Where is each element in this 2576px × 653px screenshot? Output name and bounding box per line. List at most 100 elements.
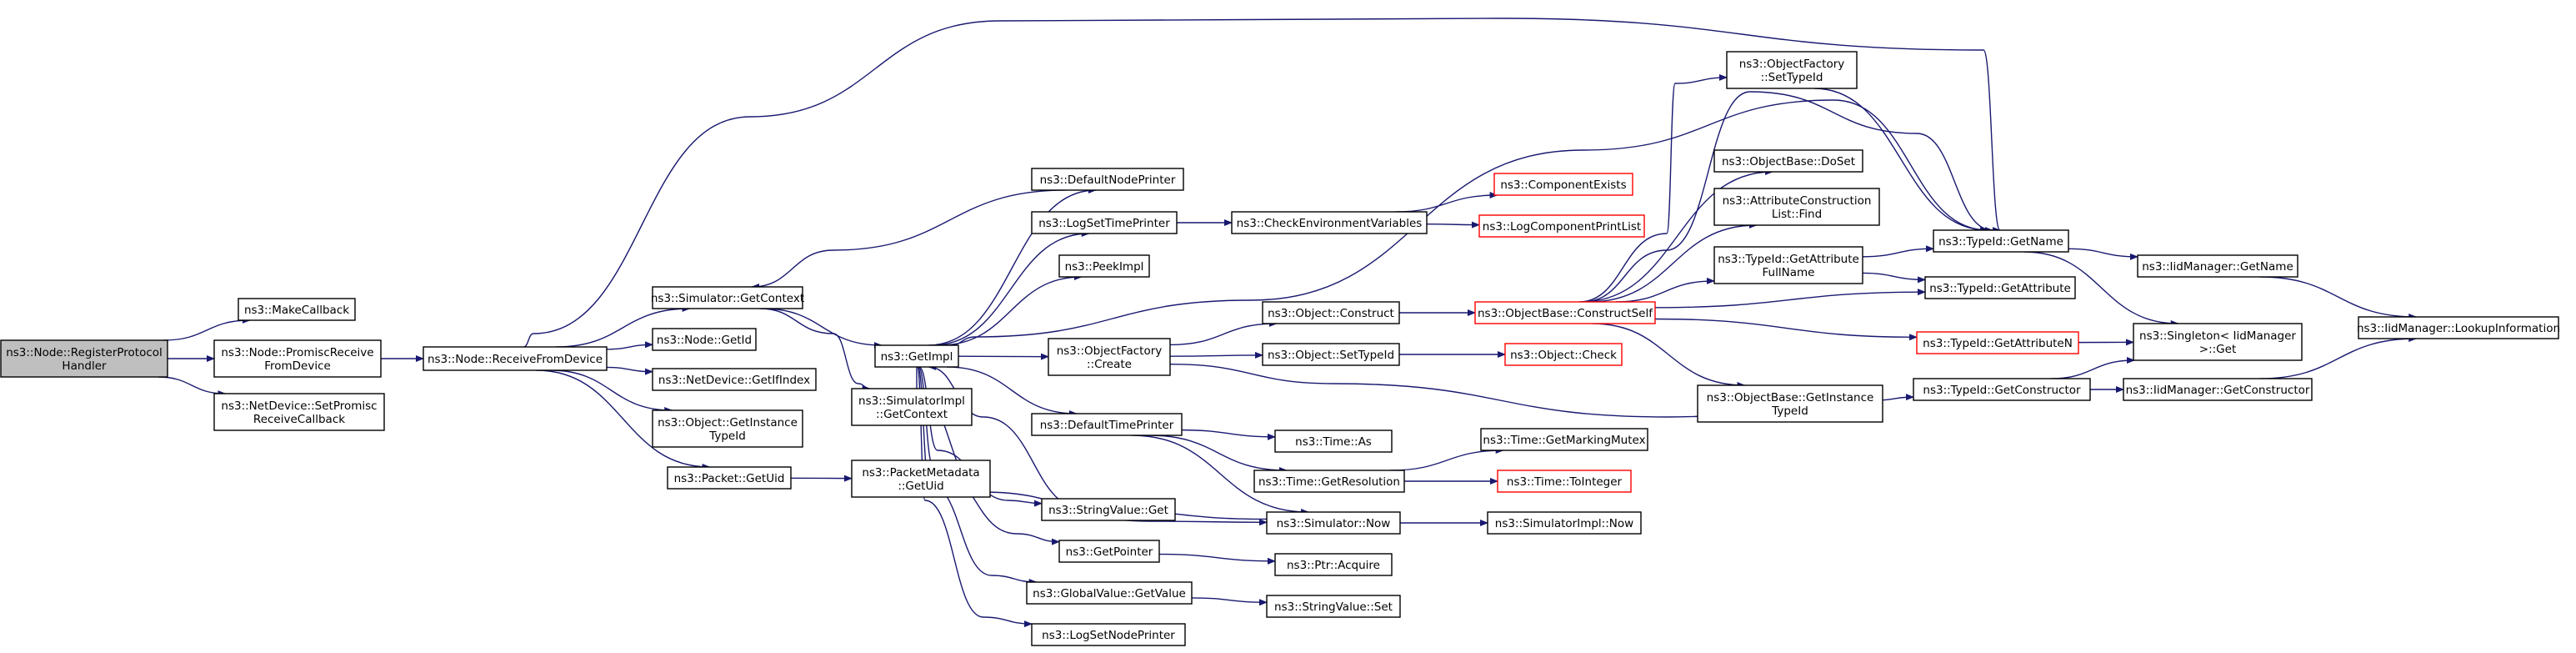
node-getifindex[interactable]: ns3::NetDevice::GetIfIndex [652, 368, 817, 391]
node-pmgetuid[interactable]: ns3::PacketMetadata::GetUid [851, 460, 991, 498]
node-typeidgetconstructor[interactable]: ns3::TypeId::GetConstructor [1913, 378, 2091, 401]
node-logcompprintlist[interactable]: ns3::LogComponentPrintList [1478, 214, 1645, 238]
node-getcontext[interactable]: ns3::Simulator::GetContext [651, 286, 804, 309]
node-box[interactable] [2358, 316, 2559, 339]
node-box[interactable] [1713, 246, 1863, 284]
node-globalvaluegetvalue[interactable]: ns3::GlobalValue::GetValue [1026, 581, 1193, 605]
node-getmarkingmutex[interactable]: ns3::Time::GetMarkingMutex [1480, 428, 1648, 451]
node-logsettimeprinter[interactable]: ns3::LogSetTimePrinter [1031, 211, 1178, 234]
node-box[interactable] [652, 286, 803, 309]
node-box[interactable] [1504, 343, 1623, 366]
node-objsettypeid[interactable]: ns3::Object::SetTypeId [1262, 343, 1400, 366]
node-box[interactable] [1031, 623, 1186, 646]
node-stringvalueset[interactable]: ns3::StringValue::Set [1266, 595, 1401, 618]
node-objfactorysettypeid[interactable]: ns3::ObjectFactory::SetTypeId [1726, 51, 1858, 89]
node-timeas[interactable]: ns3::Time::As [1274, 429, 1393, 453]
node-nodegetid[interactable]: ns3::Node::GetId [652, 328, 757, 351]
node-box[interactable] [667, 466, 792, 490]
node-box[interactable] [1048, 338, 1171, 376]
node-singletonget[interactable]: ns3::Singleton< IidManager >::Get [2133, 323, 2303, 361]
node-box[interactable] [874, 344, 959, 368]
node-deftimeprinter[interactable]: ns3::DefaultTimePrinter [1031, 413, 1183, 436]
node-iidgetname[interactable]: ns3::IidManager::GetName [2137, 254, 2298, 278]
node-iidlookupinfo[interactable]: ns3::IidManager::LookupInformation [2357, 316, 2560, 339]
node-box[interactable] [1474, 301, 1656, 324]
node-defnodeprinter[interactable]: ns3::DefaultNodePrinter [1031, 168, 1184, 191]
node-checkenvvars[interactable]: ns3::CheckEnvironmentVariables [1231, 211, 1428, 234]
node-box[interactable] [1480, 428, 1648, 451]
node-typeidgetname[interactable]: ns3::TypeId::GetName [1933, 229, 2069, 253]
node-box[interactable] [2123, 378, 2313, 401]
node-box[interactable] [1266, 511, 1401, 535]
node-simimplnow[interactable]: ns3::SimulatorImpl::Now [1487, 511, 1642, 535]
node-box[interactable] [1041, 498, 1176, 521]
node-typeidgetattributen[interactable]: ns3::TypeId::GetAttributeN [1916, 331, 2079, 354]
node-box[interactable] [652, 409, 803, 448]
node-simimplgetcontext[interactable]: ns3::SimulatorImpl::GetContext [851, 388, 973, 426]
node-box[interactable] [1713, 149, 1863, 173]
node-box[interactable] [1933, 229, 2069, 253]
node-objconstruct[interactable]: ns3::Object::Construct [1262, 301, 1400, 324]
node-typeidgetattribute[interactable]: ns3::TypeId::GetAttribute [1924, 276, 2076, 299]
node-getimpl[interactable]: ns3::GetImpl [874, 344, 959, 368]
node-box[interactable] [1487, 511, 1642, 535]
node-box[interactable] [1713, 188, 1880, 226]
node-stringvalueget[interactable]: ns3::StringValue::Get [1041, 498, 1176, 521]
node-recvfromdev[interactable]: ns3::Node::ReceiveFromDevice [423, 346, 608, 371]
node-constructself[interactable]: ns3::ObjectBase::ConstructSelf [1474, 301, 1656, 324]
node-box[interactable] [1478, 214, 1645, 238]
node-box[interactable] [0, 339, 168, 378]
node-box[interactable] [1058, 540, 1160, 563]
node-box[interactable] [1262, 343, 1400, 366]
node-box[interactable] [1253, 470, 1405, 493]
node-box[interactable] [1924, 276, 2076, 299]
node-box[interactable] [1726, 51, 1858, 89]
node-setpromisc[interactable]: ns3::NetDevice::SetPromiscReceiveCallbac… [213, 393, 385, 431]
node-box[interactable] [238, 298, 356, 321]
node-box[interactable] [1026, 581, 1193, 605]
node-makecallback[interactable]: ns3::MakeCallback [238, 298, 356, 321]
node-box[interactable] [2133, 323, 2303, 361]
node-box[interactable] [1031, 168, 1184, 191]
node-logsetnodeprinter[interactable]: ns3::LogSetNodePrinter [1031, 623, 1186, 646]
node-box[interactable] [851, 388, 973, 426]
node-box[interactable] [851, 460, 991, 498]
node-timegetresolution[interactable]: ns3::Time::GetResolution [1253, 470, 1405, 493]
node-getpointer[interactable]: ns3::GetPointer [1058, 540, 1160, 563]
node-box[interactable] [1031, 211, 1178, 234]
node-timetointeger[interactable]: ns3::Time::ToInteger [1497, 470, 1632, 493]
node-box[interactable] [1493, 173, 1633, 196]
node-box[interactable] [1916, 331, 2079, 354]
node-box[interactable] [1058, 254, 1150, 278]
node-packetgetuid[interactable]: ns3::Packet::GetUid [667, 466, 792, 490]
node-box[interactable] [1497, 470, 1632, 493]
node-objcheck[interactable]: ns3::Object::Check [1504, 343, 1623, 366]
node-box[interactable] [652, 368, 817, 391]
node-box[interactable] [2137, 254, 2298, 278]
node-peekimpl[interactable]: ns3::PeekImpl [1058, 254, 1150, 278]
node-box[interactable] [1262, 301, 1400, 324]
node-box[interactable] [1274, 429, 1393, 453]
node-box[interactable] [652, 328, 757, 351]
node-box[interactable] [1697, 384, 1883, 423]
node-ptracquire[interactable]: ns3::Ptr::Acquire [1274, 553, 1393, 576]
node-box[interactable] [1274, 553, 1393, 576]
node-simnow[interactable]: ns3::Simulator::Now [1266, 511, 1401, 535]
node-box[interactable] [423, 346, 608, 371]
node-iidgetconstructor[interactable]: ns3::IidManager::GetConstructor [2123, 378, 2313, 401]
node-objfactorycreate[interactable]: ns3::ObjectFactory::Create [1048, 338, 1171, 376]
node-objbasedoset[interactable]: ns3::ObjectBase::DoSet [1713, 149, 1863, 173]
node-box[interactable] [1266, 595, 1401, 618]
node-box[interactable] [213, 393, 385, 431]
node-box[interactable] [1231, 211, 1428, 234]
node-box[interactable] [1031, 413, 1183, 436]
node-box[interactable] [1913, 378, 2091, 401]
node-box[interactable] [213, 339, 382, 378]
node-componentexists[interactable]: ns3::ComponentExists [1493, 173, 1633, 196]
